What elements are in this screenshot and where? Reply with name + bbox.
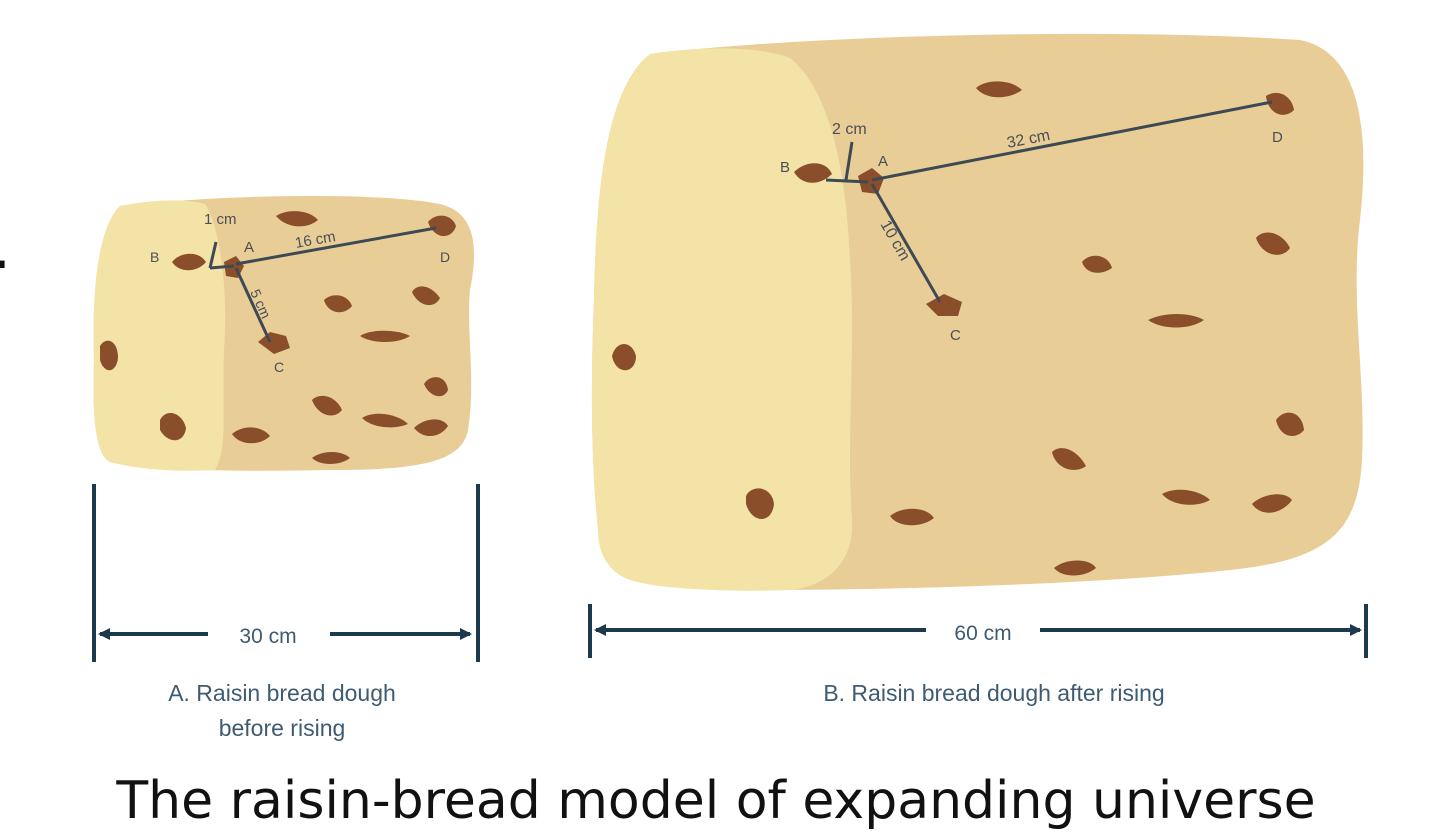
- label-a: A: [244, 239, 254, 256]
- label-c: C: [950, 327, 961, 344]
- width-b-label: 60 cm: [954, 622, 1011, 645]
- raisin: [612, 344, 636, 371]
- dough-b: B A C D 2 cm 32 cm 10 cm 60 cm B. Raisin…: [588, 33, 1368, 706]
- caption-a-line2: before rising: [219, 715, 346, 741]
- dough-b-face: [591, 48, 853, 591]
- dough-a: B A C D 1 cm 16 cm 5 cm 30 cm A. Raisin …: [92, 195, 480, 741]
- line-a-c: [870, 183, 942, 303]
- raisin-d: [1266, 92, 1294, 115]
- raisin-d: [428, 215, 456, 237]
- dough-a-raisins: [100, 211, 456, 464]
- line-a-d: [871, 100, 1273, 182]
- distance-ab-label: 1 cm: [204, 211, 237, 228]
- raisin: [412, 286, 440, 306]
- raisin: [1052, 448, 1086, 470]
- raisin: [1054, 560, 1096, 576]
- caption-a-line1: A. Raisin bread dough: [168, 680, 396, 706]
- raisin: [976, 81, 1022, 98]
- raisin-a: [858, 168, 884, 194]
- distance-ad-label: 16 cm: [294, 228, 337, 252]
- label-d: D: [1272, 129, 1283, 146]
- label-c: C: [274, 359, 284, 375]
- raisin: [360, 330, 410, 342]
- line-a-b: [209, 264, 235, 270]
- tick-a-b: [208, 241, 218, 269]
- raisin: [890, 508, 934, 526]
- raisin: [276, 211, 318, 227]
- raisin: [232, 427, 270, 444]
- raisin: [424, 377, 448, 397]
- line-a-d: [235, 226, 437, 266]
- caption-b: B. Raisin bread dough after rising: [823, 680, 1164, 706]
- label-b: B: [780, 159, 790, 176]
- dough-a-distance-lines: [208, 226, 437, 343]
- line-a-c: [234, 267, 272, 343]
- raisin: [1252, 494, 1292, 513]
- raisin: [312, 395, 342, 416]
- width-a-label: 30 cm: [239, 625, 296, 648]
- raisin-c: [926, 294, 962, 316]
- raisin: [1162, 489, 1210, 505]
- raisin: [172, 253, 206, 271]
- dough-b-distance-lines: [825, 100, 1273, 303]
- raisin: [414, 419, 448, 437]
- distance-ab-label: 2 cm: [832, 121, 867, 138]
- raisin-c: [258, 332, 290, 354]
- raisin: [324, 295, 352, 313]
- dough-b-width-dimension: [588, 604, 1368, 658]
- dough-b-raisins: [612, 81, 1304, 576]
- line-a-b: [825, 178, 869, 184]
- raisin: [1082, 255, 1112, 273]
- cropped-fragment: .: [0, 213, 11, 283]
- raisin: [312, 452, 350, 464]
- label-b: B: [150, 249, 159, 265]
- raisin: [362, 413, 408, 428]
- page-title: The raisin-bread model of expanding univ…: [115, 771, 1315, 831]
- tick-a-b: [844, 141, 854, 181]
- raisin-b: [794, 163, 832, 183]
- raisin: [746, 488, 774, 519]
- raisin: [160, 413, 186, 441]
- raisin: [100, 340, 118, 371]
- label-a: A: [878, 153, 888, 170]
- raisin: [1148, 314, 1204, 328]
- raisin: [1276, 412, 1304, 436]
- dough-a-face: [93, 200, 226, 471]
- raisin: [1256, 232, 1290, 255]
- label-d: D: [440, 249, 450, 265]
- dough-a-width-dimension: [92, 484, 480, 662]
